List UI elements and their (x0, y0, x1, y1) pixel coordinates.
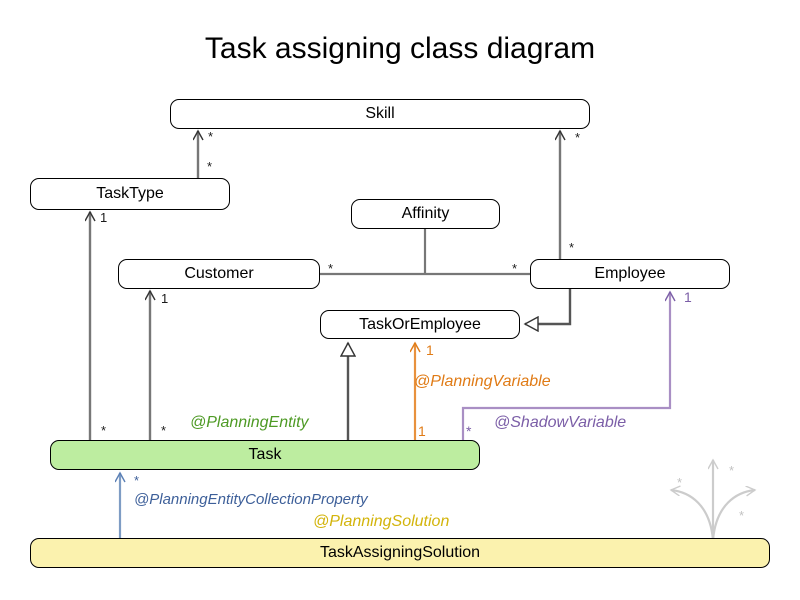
class-label-task: Task (248, 446, 282, 463)
class-box-skill[interactable]: Skill (170, 99, 590, 129)
page-title: Task assigning class diagram (204, 32, 596, 65)
class-label-customer: Customer (184, 265, 254, 282)
class-box-employee[interactable]: Employee (530, 259, 730, 289)
multiplicity-employee-to-skill-far: * (569, 240, 575, 255)
multiplicity-affinity-customer-side: * (328, 261, 334, 276)
class-label-taskassigningsolution: TaskAssigningSolution (319, 544, 481, 561)
multiplicity-tasktype-from-task-near: 1 (100, 210, 108, 225)
multiplicity-planning-variable-far: 1 (418, 423, 426, 439)
multiplicity-ghost-left: * (677, 475, 683, 490)
class-box-tasktype[interactable]: TaskType (30, 178, 230, 210)
multiplicity-ghost-right: * (739, 508, 745, 523)
class-box-taskoremployee[interactable]: TaskOrEmployee (320, 310, 520, 339)
class-label-skill: Skill (365, 105, 395, 122)
multiplicity-planning-variable-near: 1 (426, 342, 434, 358)
stereotype-planning-entity: @PlanningEntity (190, 414, 309, 431)
stereotype-planning-entity-collection-property: @PlanningEntityCollectionProperty (134, 491, 368, 508)
stereotype-shadow-variable: @ShadowVariable (494, 414, 627, 431)
class-label-taskoremployee: TaskOrEmployee (359, 315, 481, 333)
edge-ghost-left (671, 490, 715, 541)
stereotype-planning-variable: @PlanningVariable (414, 373, 551, 390)
stereotype-planning-solution: @PlanningSolution (313, 513, 450, 530)
class-box-task[interactable]: Task (50, 440, 480, 470)
multiplicity-skill-from-tasktype-near: * (208, 129, 214, 144)
multiplicity-customer-from-task-near: 1 (161, 291, 169, 306)
multiplicity-shadow-variable-near: 1 (684, 289, 692, 305)
multiplicity-task-to-customer-far: * (161, 423, 167, 438)
class-box-taskassigningsolution[interactable]: TaskAssigningSolution (30, 538, 770, 568)
multiplicity-collection-property: * (134, 473, 140, 488)
multiplicity-skill-from-employee-near: * (575, 130, 581, 145)
edge-employee-taskoremployee-generalization (525, 289, 572, 324)
multiplicity-shadow-variable-far: * (466, 423, 472, 439)
class-box-customer[interactable]: Customer (118, 259, 320, 289)
class-box-affinity[interactable]: Affinity (351, 199, 500, 229)
class-label-employee: Employee (594, 265, 666, 282)
class-label-affinity: Affinity (401, 205, 450, 222)
multiplicity-tasktype-to-skill-far: * (207, 159, 213, 174)
class-label-tasktype: TaskType (96, 185, 164, 202)
multiplicity-ghost-up: * (729, 463, 735, 478)
multiplicity-task-to-tasktype-far: * (101, 423, 107, 438)
edge-shadow-variable (461, 292, 670, 440)
multiplicity-affinity-employee-side: * (512, 261, 518, 276)
edge-ghost-right (711, 490, 755, 541)
